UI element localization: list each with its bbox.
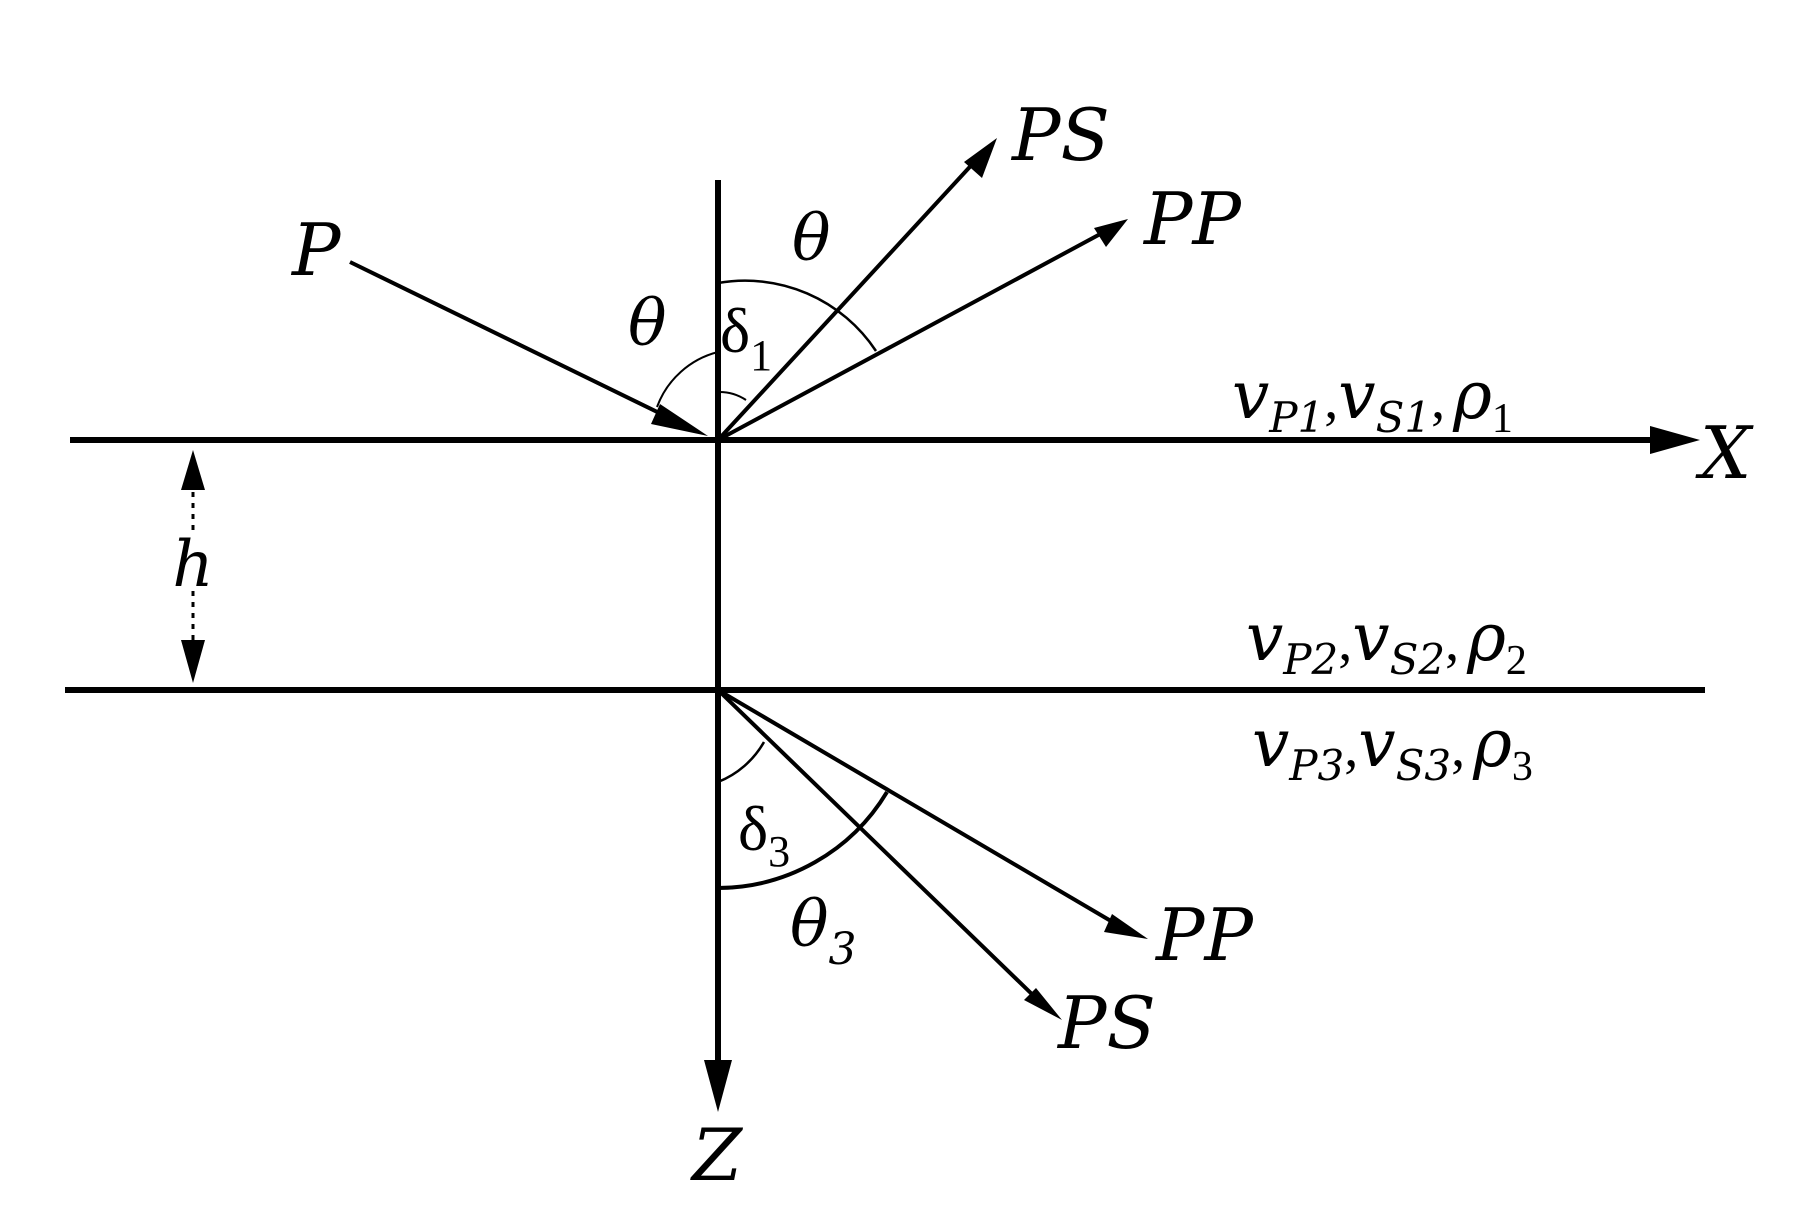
layer3-properties-label: vP3,vS3,ρ3 bbox=[1252, 705, 1533, 790]
reflected-pp-label: PP bbox=[1142, 177, 1242, 261]
delta3-arc bbox=[717, 741, 766, 784]
layer1-properties-label: vP1,vS1,ρ1 bbox=[1232, 357, 1513, 442]
incident-p-label: P bbox=[290, 208, 342, 292]
reflected-ps-arrowhead bbox=[964, 138, 997, 178]
incident-p-arrowhead bbox=[651, 404, 708, 436]
theta3-arc bbox=[717, 790, 889, 890]
reflected-ps-ray bbox=[716, 156, 980, 442]
thickness-down-arrowhead bbox=[181, 640, 205, 683]
delta3-label: δ3 bbox=[738, 793, 790, 876]
reflected-pp-arrowhead bbox=[1094, 219, 1128, 247]
transmitted-ps-arrowhead bbox=[1024, 988, 1062, 1020]
thickness-label-mask bbox=[170, 530, 216, 590]
transmitted-pp-ray bbox=[716, 688, 1118, 926]
theta3-label: θ3 bbox=[790, 888, 857, 975]
x-axis-label: X bbox=[1695, 411, 1754, 495]
reflected-pp-ray bbox=[717, 230, 1105, 442]
theta-incident-label: θ bbox=[628, 287, 667, 361]
transmitted-ps-label: PS bbox=[1056, 981, 1156, 1065]
layer2-properties-label: vP2,vS2,ρ2 bbox=[1246, 599, 1527, 684]
incident-p-ray bbox=[349, 260, 687, 428]
thickness-up-arrowhead bbox=[181, 450, 205, 490]
delta1-arc bbox=[717, 390, 747, 401]
theta-reflected-arc bbox=[717, 279, 878, 352]
thickness-label: h bbox=[172, 528, 213, 602]
delta1-label: δ1 bbox=[720, 295, 772, 380]
transmitted-pp-arrowhead bbox=[1104, 914, 1148, 939]
z-axis-label: Z bbox=[690, 1113, 744, 1197]
x-axis-arrowhead bbox=[1650, 426, 1700, 454]
theta-reflected-label: θ bbox=[792, 202, 831, 276]
theta-incident-arc bbox=[656, 351, 719, 408]
transmitted-ps-ray bbox=[716, 688, 1040, 1002]
z-axis-arrowhead bbox=[704, 1060, 732, 1112]
reflected-ps-label: PS bbox=[1010, 93, 1110, 177]
transmitted-pp-label: PP bbox=[1154, 893, 1254, 977]
